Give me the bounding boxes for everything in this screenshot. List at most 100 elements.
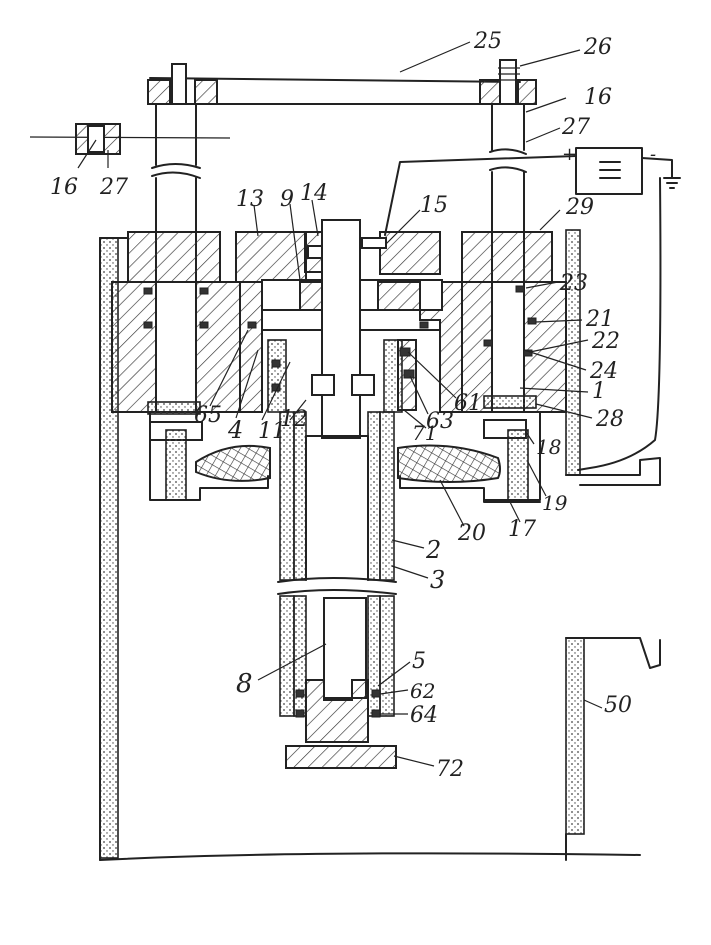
inner-tube-left — [267, 339, 287, 413]
piston-8 — [323, 597, 367, 699]
label-64: 64 — [410, 703, 438, 728]
label-16b: 16 — [50, 175, 78, 200]
label-plus: + — [562, 144, 577, 165]
piston-right — [377, 281, 421, 311]
seal-62 — [295, 689, 305, 698]
central-shaft — [311, 219, 375, 439]
ground-wire — [641, 157, 673, 179]
label-61: 61 — [454, 391, 482, 416]
right-bolt — [499, 59, 517, 105]
label-5: 5 — [412, 649, 426, 674]
seal-61 — [399, 347, 411, 357]
label-25: 25 — [473, 29, 502, 54]
label-13: 13 — [236, 187, 264, 212]
label-23: 23 — [559, 271, 588, 296]
seal — [483, 339, 493, 347]
piston-8-head — [305, 679, 369, 743]
label-18: 18 — [536, 435, 561, 459]
tube-2-right — [379, 411, 395, 581]
label-3: 3 — [430, 566, 445, 594]
upper-head — [111, 231, 567, 413]
label-2: 2 — [425, 536, 441, 564]
left-rod-channel — [155, 281, 197, 413]
tubes — [267, 339, 403, 769]
label-14: 14 — [300, 181, 328, 206]
seals — [143, 285, 537, 357]
insert-15 — [361, 237, 387, 249]
block-15 — [379, 231, 441, 275]
right-clamp-block-2 — [517, 79, 537, 105]
label-27b: 27 — [99, 175, 128, 200]
post-left — [165, 429, 187, 501]
label-15: 15 — [420, 193, 448, 218]
tube-3-left — [293, 411, 307, 581]
seal-64 — [295, 709, 305, 718]
label-71: 71 — [412, 421, 437, 445]
power-supply — [384, 147, 681, 471]
shaft-collar-left — [311, 374, 335, 396]
seal — [419, 321, 429, 329]
label-72: 72 — [436, 757, 464, 782]
label-17: 17 — [508, 517, 536, 542]
battery-icon — [575, 147, 643, 195]
right-rod-channel — [491, 281, 525, 413]
label-22: 22 — [591, 329, 620, 354]
coil-left — [195, 444, 271, 482]
label-24: 24 — [589, 359, 618, 384]
ground-icon — [663, 177, 681, 189]
left-bolt — [171, 63, 187, 105]
label-63: 63 — [426, 409, 454, 434]
seal — [199, 287, 209, 295]
tube-3-lower-right — [367, 595, 381, 717]
shaft-collar-right — [351, 374, 375, 396]
side-detail — [75, 123, 121, 155]
ring-28 — [483, 395, 537, 409]
tank-right-wall-upper — [565, 229, 581, 476]
label-21: 21 — [585, 307, 614, 332]
ring-left — [147, 401, 201, 415]
left-cap — [127, 231, 221, 283]
seal — [515, 285, 525, 293]
seal — [199, 321, 209, 329]
positive-wire — [384, 155, 577, 236]
label-26: 26 — [583, 35, 612, 60]
left-clamp-block — [147, 79, 171, 105]
label-9: 9 — [280, 187, 294, 212]
insert-14 — [307, 245, 323, 259]
label-minus: - — [650, 144, 656, 165]
seal-left-inner — [271, 359, 281, 368]
seal — [143, 321, 153, 329]
tank-right-wall-lower — [565, 637, 585, 835]
post-19 — [507, 429, 529, 501]
ground-lead — [577, 177, 662, 471]
labels: 25 26 16 27 16 27 + - 13 9 14 15 29 23 2… — [50, 29, 656, 782]
seal — [143, 287, 153, 295]
seal — [247, 321, 257, 329]
label-29: 29 — [565, 195, 594, 220]
label-8: 8 — [236, 669, 253, 699]
label-4: 4 — [227, 416, 243, 444]
seal-64-right — [371, 709, 381, 718]
coil-20 — [397, 444, 501, 483]
seal-63 — [403, 369, 415, 379]
label-1: 1 — [592, 379, 606, 404]
label-12: 12 — [280, 407, 308, 432]
seal — [527, 317, 537, 325]
label-20: 20 — [457, 521, 486, 546]
seal-62-right — [371, 689, 381, 698]
label-65: 65 — [194, 403, 222, 428]
label-28: 28 — [595, 407, 624, 432]
tube-2-lower-left — [279, 595, 295, 717]
leader-lines — [77, 41, 603, 767]
label-62: 62 — [410, 679, 435, 703]
label-16a: 16 — [584, 85, 612, 110]
right-clamp-block — [479, 79, 501, 105]
label-19: 19 — [542, 491, 568, 515]
tube-3-right — [367, 411, 381, 581]
lower-flange — [149, 411, 541, 503]
bottom-cap-72 — [285, 745, 397, 769]
label-27a: 27 — [561, 115, 590, 140]
left-clamp-block-2 — [194, 79, 218, 105]
label-11: 11 — [258, 419, 286, 444]
